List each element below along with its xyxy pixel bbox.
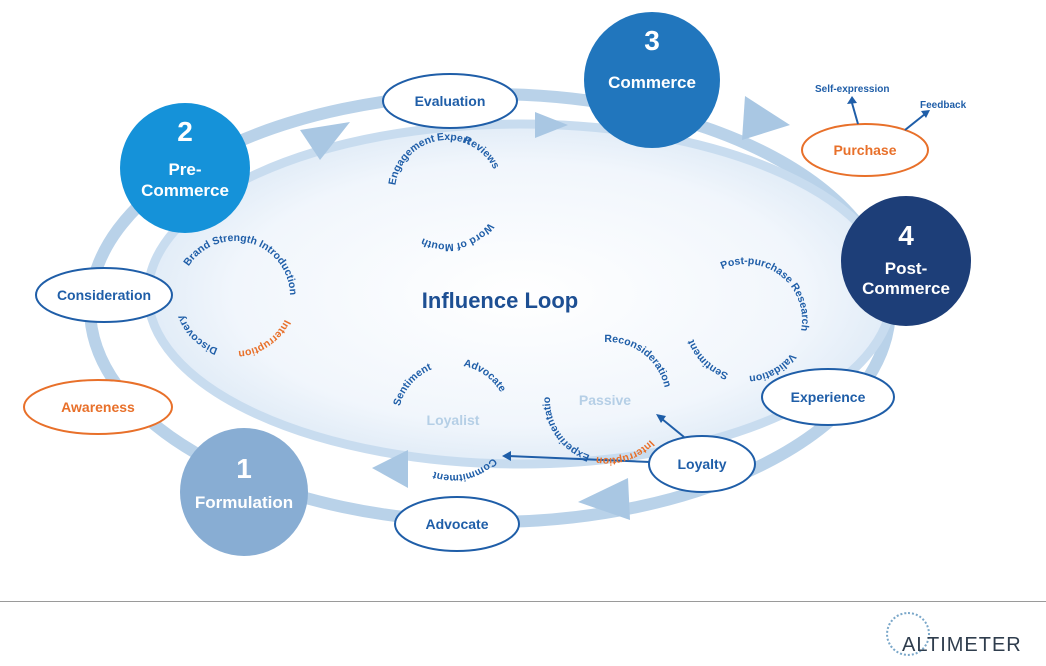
cycle-loyalist-center: Loyalist: [427, 412, 480, 428]
node-evaluation-label: Evaluation: [415, 93, 486, 109]
stage-1-formulation: 1 Formulation: [180, 428, 308, 556]
stage-3-number: 3: [644, 25, 660, 56]
node-awareness: Awareness: [23, 379, 173, 435]
node-evaluation: Evaluation: [382, 73, 518, 129]
branch-arrowhead-self-expression: [847, 96, 857, 104]
branch-arrow-feedback: [904, 113, 926, 131]
loyalty-to-passive-arrowhead: [656, 414, 666, 423]
stage-4-number: 4: [898, 220, 914, 251]
node-loyalty: Loyalty: [648, 435, 756, 493]
stage-2-label-line2: Commerce: [141, 181, 229, 200]
loop-arrow-top-left: [300, 122, 350, 160]
node-awareness-label: Awareness: [61, 399, 135, 415]
loop-arrow-top-right: [742, 96, 790, 140]
stage-1-label: Formulation: [195, 493, 293, 512]
node-advocate: Advocate: [394, 496, 520, 552]
stage-4-label-line1: Post-: [885, 259, 928, 278]
stage-2-number: 2: [177, 116, 193, 147]
node-purchase: Purchase: [801, 123, 929, 177]
loop-arrow-bottom-left: [372, 450, 408, 488]
node-consideration-label: Consideration: [57, 287, 151, 303]
stage-4-post-commerce: 4 Post- Commerce: [841, 196, 971, 326]
stage-2-label-line1: Pre-: [168, 160, 201, 179]
altimeter-logo: ALTIMETER: [878, 612, 1046, 666]
altimeter-logo-ring-icon: [886, 612, 930, 656]
stage-4-label-line2: Commerce: [862, 279, 950, 298]
node-consideration: Consideration: [35, 267, 173, 323]
node-purchase-label: Purchase: [833, 142, 896, 158]
stage-1-number: 1: [236, 453, 252, 484]
node-experience: Experience: [761, 368, 895, 426]
stage-2-pre-commerce: 2 Pre- Commerce: [120, 103, 250, 233]
footer-divider: [0, 601, 1046, 602]
altimeter-logo-text: ALTIMETER: [902, 634, 1022, 656]
branch-feedback-label: Feedback: [920, 100, 967, 111]
loyalty-to-commitment-arrowhead: [502, 451, 511, 461]
branch-arrow-self-expression: [851, 102, 859, 125]
node-experience-label: Experience: [791, 389, 866, 405]
loyalty-to-passive-arrow: [661, 418, 685, 438]
branch-arrowhead-feedback: [921, 110, 930, 118]
branch-self-expression-label: Self-expression: [815, 84, 889, 95]
node-advocate-label: Advocate: [425, 516, 488, 532]
node-loyalty-label: Loyalty: [677, 456, 726, 472]
loyalty-to-commitment-arrow: [507, 455, 651, 463]
stage-3-label: Commerce: [608, 73, 696, 92]
influence-loop-title: Influence Loop: [422, 288, 578, 313]
loop-arrow-bottom: [578, 478, 630, 520]
cycle-passive-center: Passive: [579, 392, 631, 408]
stage-3-commerce: 3 Commerce: [584, 12, 720, 148]
loop-arrow-top: [535, 112, 568, 138]
